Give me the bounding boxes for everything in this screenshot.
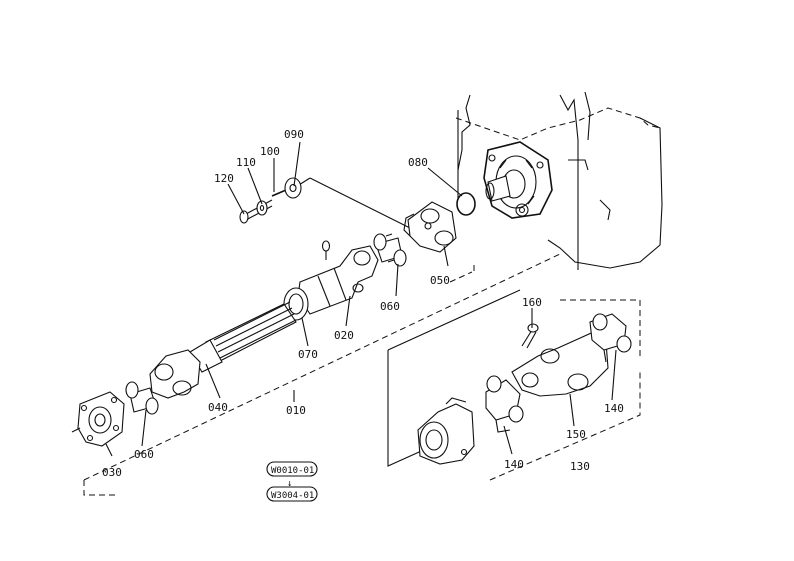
transmission-housing <box>455 91 663 270</box>
leader-050-housing <box>309 177 427 237</box>
part-label-150[interactable]: 150 <box>566 428 586 441</box>
part-label-110[interactable]: 110 <box>236 156 256 169</box>
part-label-060-lower[interactable]: 060 <box>134 448 154 461</box>
serial-stamp-top: W0010-01 <box>271 466 314 476</box>
cross-140-upper <box>589 313 632 363</box>
serial-stamps: W0010-01 ↓ W3004-01 <box>266 461 318 502</box>
serial-stamp-bottom-frame <box>266 486 318 502</box>
serial-stamp-bottom: W3004-01 <box>271 491 314 501</box>
part-label-080[interactable]: 080 <box>408 156 428 169</box>
part-label-020[interactable]: 020 <box>334 329 354 342</box>
assembly-130-frame <box>387 289 641 481</box>
part-label-130[interactable]: 130 <box>570 460 590 473</box>
flange-yoke-030 <box>71 391 125 447</box>
part-label-140-lower[interactable]: 140 <box>504 458 524 471</box>
part-label-120[interactable]: 120 <box>214 172 234 185</box>
part-label-100[interactable]: 100 <box>260 145 280 158</box>
yoke-050 <box>403 201 457 253</box>
bolt-160 <box>521 323 539 349</box>
sleeve-yoke-020 <box>297 245 379 315</box>
assembly-010-frame <box>83 253 561 496</box>
cross-060-lower <box>125 381 159 415</box>
part-label-050[interactable]: 050 <box>430 274 450 287</box>
part-label-040[interactable]: 040 <box>208 401 228 414</box>
circlip-080 <box>456 192 476 216</box>
part-label-060-upper[interactable]: 060 <box>380 300 400 313</box>
serial-stamp-separator: ↓ <box>287 479 292 489</box>
part-label-090[interactable]: 090 <box>284 128 304 141</box>
hardware-group <box>239 177 302 224</box>
cross-140-lower <box>485 375 524 433</box>
serial-stamp-top-frame <box>266 461 318 477</box>
cross-060-upper <box>373 233 407 267</box>
part-label-140-upper[interactable]: 140 <box>604 402 624 415</box>
grease-nipple-070 <box>321 240 331 260</box>
yoke-body-lower <box>417 397 475 465</box>
part-label-160[interactable]: 160 <box>522 296 542 309</box>
leader-lines <box>105 141 617 457</box>
shaft-040 <box>189 301 297 373</box>
part-label-070[interactable]: 070 <box>298 348 318 361</box>
yoke-040 <box>149 349 201 399</box>
part-label-010[interactable]: 010 <box>286 404 306 417</box>
part-label-030[interactable]: 030 <box>102 466 122 479</box>
center-yoke-150 <box>511 329 609 397</box>
part-labels: 090 100 110 120 080 050 060 020 070 040 … <box>102 128 624 479</box>
